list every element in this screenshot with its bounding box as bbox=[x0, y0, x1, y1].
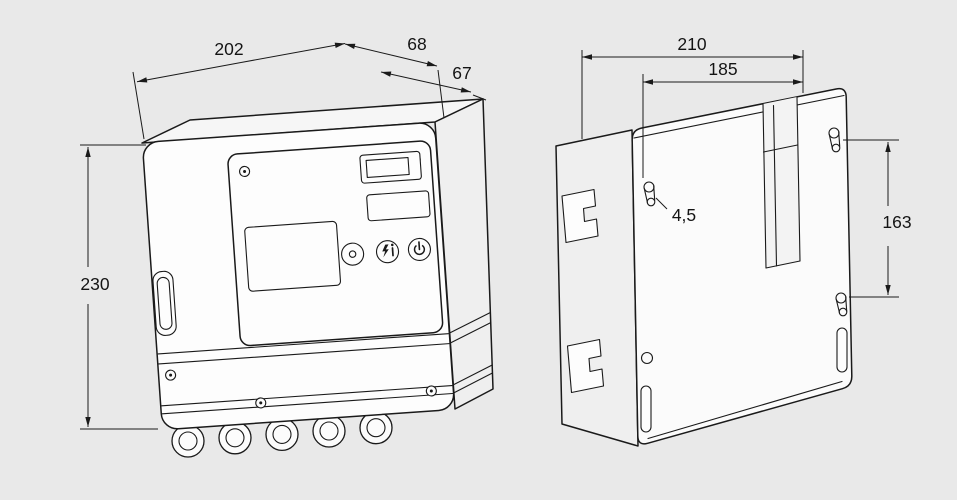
clip-inner bbox=[156, 276, 173, 330]
dimension-line-depth-upper bbox=[344, 43, 392, 56]
flash-icon bbox=[382, 244, 389, 258]
channel-recess bbox=[763, 97, 800, 268]
cable-hook bbox=[640, 351, 654, 365]
vent-slot bbox=[836, 327, 848, 373]
clip-outline bbox=[152, 270, 177, 336]
extension-line bbox=[132, 71, 145, 140]
gland-cap bbox=[171, 424, 205, 458]
dim-depth-lower-label: 67 bbox=[452, 63, 471, 83]
display-window-inner bbox=[365, 156, 410, 178]
dimension-line-width bbox=[136, 62, 242, 83]
channel-edge bbox=[765, 260, 801, 269]
button-ring[interactable] bbox=[375, 240, 400, 264]
info-icon bbox=[391, 247, 394, 257]
corner-screw bbox=[425, 385, 437, 397]
enclosure-side-face bbox=[555, 129, 639, 447]
housing-screw bbox=[165, 369, 177, 381]
power-button[interactable] bbox=[407, 237, 431, 262]
circle-dot-icon bbox=[348, 250, 357, 258]
mounting-keyhole bbox=[835, 292, 848, 317]
corner-screw bbox=[255, 397, 267, 409]
keyhole-slot bbox=[653, 185, 656, 201]
side-seam-line bbox=[451, 364, 493, 387]
cable-gland bbox=[265, 417, 299, 452]
mounting-keyhole bbox=[643, 181, 656, 207]
bottom-chamfer-line bbox=[647, 380, 843, 440]
dim-hole-diameter-label: 4,5 bbox=[672, 205, 696, 225]
channel-inner-line bbox=[772, 104, 778, 267]
button-ring[interactable] bbox=[341, 242, 365, 266]
keyhole-slot bbox=[828, 134, 833, 149]
rear-view-dimensions: 210 185 4,5 163 bbox=[581, 34, 912, 298]
front-view: 202 68 67 230 bbox=[80, 34, 494, 458]
dimension-line-width bbox=[240, 42, 346, 63]
front-view-dimensions: 202 68 67 230 bbox=[80, 34, 487, 430]
dimension-line-depth-upper bbox=[390, 54, 438, 67]
power-icon bbox=[418, 241, 421, 251]
screw-slot bbox=[169, 373, 173, 377]
side-seam-line bbox=[447, 311, 491, 335]
vent-slot bbox=[640, 385, 652, 433]
gland-nut bbox=[366, 418, 386, 438]
dim-mount-height-label: 163 bbox=[882, 212, 911, 232]
enclosure-rear-face bbox=[631, 87, 853, 445]
dim-overall-width-label: 210 bbox=[677, 34, 706, 54]
dimension-line-depth-lower bbox=[425, 81, 472, 93]
extension-line bbox=[437, 69, 445, 119]
extension-line bbox=[472, 94, 487, 101]
housing-seam bbox=[161, 384, 453, 407]
channel-edge bbox=[762, 103, 767, 269]
keyhole-slot bbox=[643, 188, 648, 203]
gland-nut bbox=[178, 431, 198, 451]
ok-button[interactable] bbox=[341, 242, 365, 266]
cable-gland bbox=[218, 421, 252, 455]
side-seam-line bbox=[448, 322, 492, 345]
keyhole-slot bbox=[835, 299, 840, 313]
gland-cap bbox=[312, 414, 346, 448]
dim-height-label: 230 bbox=[80, 274, 109, 294]
dimension-line-depth-lower bbox=[380, 71, 427, 83]
side-clip bbox=[152, 270, 177, 336]
info-icon bbox=[390, 243, 394, 247]
type-label bbox=[366, 190, 431, 222]
channel-step bbox=[762, 144, 799, 153]
power-icon bbox=[413, 243, 426, 256]
side-seam-line bbox=[452, 372, 493, 395]
main-display bbox=[244, 220, 342, 292]
keyhole-slot bbox=[838, 131, 841, 147]
mounting-channel bbox=[762, 96, 801, 269]
dim-width-label: 202 bbox=[214, 39, 243, 59]
display-window bbox=[359, 150, 422, 184]
dim-depth-upper-label: 68 bbox=[407, 34, 426, 54]
gland-nut bbox=[319, 421, 339, 441]
cable-gland bbox=[171, 424, 205, 458]
rear-view: 210 185 4,5 163 bbox=[555, 34, 912, 447]
screw-slot bbox=[243, 169, 247, 173]
dim-mount-spacing-label: 185 bbox=[708, 59, 737, 79]
gland-cap bbox=[218, 421, 252, 455]
screw-slot bbox=[429, 389, 433, 393]
hinge bbox=[561, 188, 599, 244]
gland-nut bbox=[272, 424, 292, 444]
cable-gland bbox=[312, 414, 346, 448]
hinge bbox=[566, 338, 605, 394]
cable-gland-row bbox=[171, 411, 393, 458]
gland-cap bbox=[359, 411, 393, 445]
housing-seam bbox=[158, 343, 450, 365]
leader-line bbox=[655, 197, 668, 210]
gland-cap bbox=[265, 417, 299, 452]
mounting-keyhole bbox=[828, 127, 841, 153]
housing-seam bbox=[161, 392, 454, 415]
top-chamfer-line bbox=[633, 94, 845, 139]
gland-nut bbox=[225, 428, 245, 448]
keyhole-slot bbox=[845, 296, 848, 312]
channel-edge bbox=[796, 96, 801, 262]
corner-screw bbox=[239, 165, 251, 178]
cable-gland bbox=[359, 411, 393, 445]
front-face-group bbox=[142, 122, 455, 430]
housing-seam bbox=[157, 333, 449, 355]
screw-slot bbox=[259, 401, 263, 405]
reset-button[interactable] bbox=[375, 240, 400, 264]
